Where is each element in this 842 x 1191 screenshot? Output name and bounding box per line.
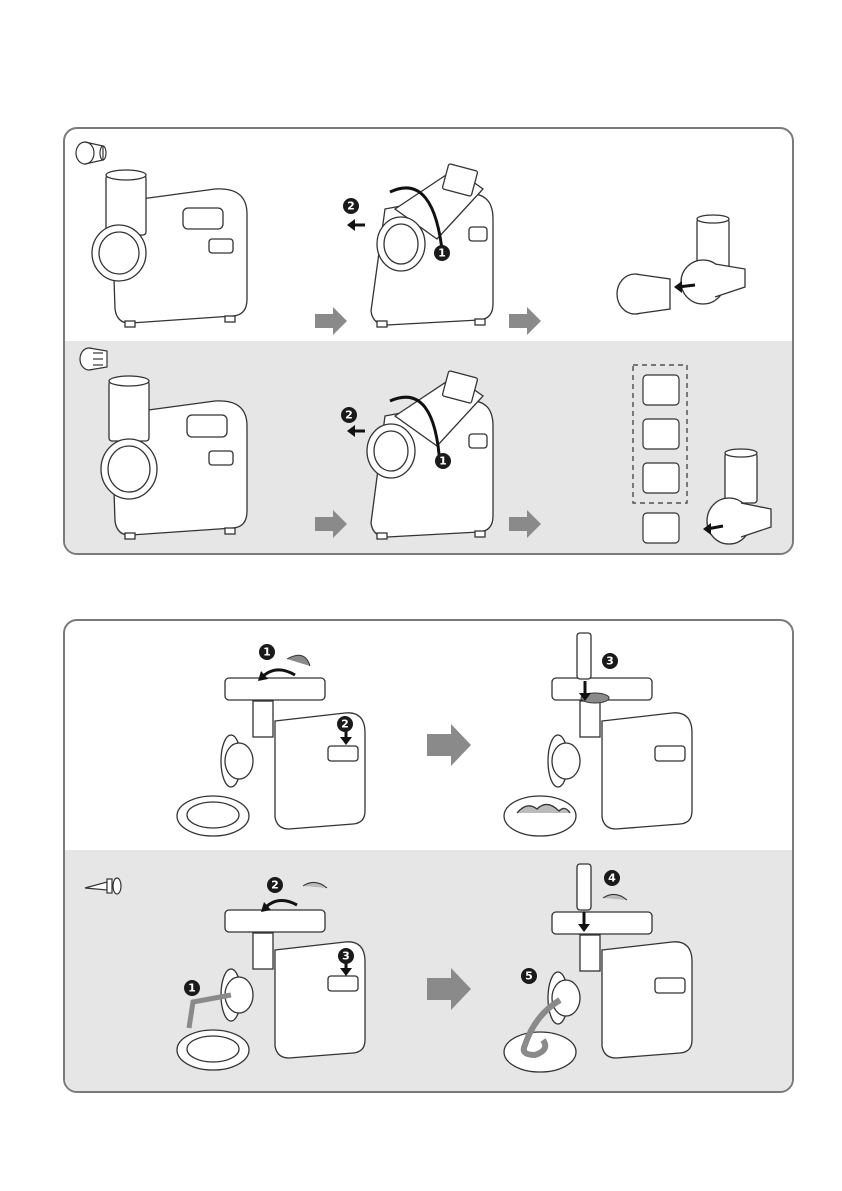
badge-release: 1 (434, 245, 450, 261)
panel-slicer-assembly: 1 2 (63, 127, 794, 555)
grater-illustrations: 1 2 (65, 341, 792, 555)
step-arrow-icon (315, 307, 347, 335)
svg-text:2: 2 (347, 200, 355, 213)
machine-remove-slicer (371, 164, 493, 327)
mincing-illustrations: 1 2 3 (65, 621, 792, 850)
machine-with-grater (101, 376, 247, 539)
badge-switch-on: 3 (338, 948, 354, 964)
row-grater: 1 2 (65, 341, 792, 555)
step-arrow-icon (427, 968, 471, 1010)
step-arrow-icon (509, 510, 541, 538)
svg-text:3: 3 (342, 950, 350, 963)
badge-output: 1 (184, 980, 200, 996)
svg-text:1: 1 (188, 982, 196, 995)
svg-text:1: 1 (438, 247, 446, 260)
slicer-drum-icon (76, 142, 106, 164)
grater-housing (707, 449, 771, 544)
svg-text:2: 2 (271, 879, 279, 892)
svg-text:5: 5 (525, 970, 533, 983)
badge-feed: 1 (259, 644, 275, 660)
grater-drums (643, 375, 679, 543)
grater-drum-icon (80, 348, 107, 370)
badge-push: 3 (602, 653, 618, 669)
mincer-push-meat (504, 633, 692, 836)
mincer-feed-meat (177, 678, 365, 836)
slicer-housing-separated (617, 215, 745, 314)
mincer-sausage-push (504, 864, 692, 1072)
sausage-nozzle-icon (85, 878, 121, 894)
svg-text:3: 3 (606, 655, 614, 668)
panel-mincing: 1 2 3 (63, 619, 794, 1093)
svg-text:1: 1 (263, 646, 271, 659)
row-slicer: 1 2 (65, 129, 792, 341)
badge-switch-on: 2 (337, 716, 353, 732)
row-sausage: 1 2 3 4 5 (65, 850, 792, 1093)
step-arrow-icon (427, 724, 471, 766)
row-mincing: 1 2 3 (65, 621, 792, 850)
mincer-sausage-feed (177, 910, 365, 1070)
svg-text:2: 2 (341, 718, 349, 731)
step-arrow-icon (509, 307, 541, 335)
badge-feed: 2 (267, 877, 283, 893)
svg-text:4: 4 (608, 872, 616, 885)
svg-text:1: 1 (439, 455, 447, 468)
sausage-illustrations: 1 2 3 4 5 (65, 850, 792, 1093)
badge-pull: 2 (341, 407, 357, 423)
badge-release: 1 (435, 453, 451, 469)
svg-text:2: 2 (345, 409, 353, 422)
badge-pull: 2 (343, 198, 359, 214)
badge-push: 4 (604, 870, 620, 886)
step-arrow-icon (315, 510, 347, 538)
machine-remove-grater (367, 371, 493, 539)
badge-sausage: 5 (521, 968, 537, 984)
machine-with-slicer (92, 170, 247, 327)
slicer-illustrations: 1 2 (65, 129, 792, 341)
